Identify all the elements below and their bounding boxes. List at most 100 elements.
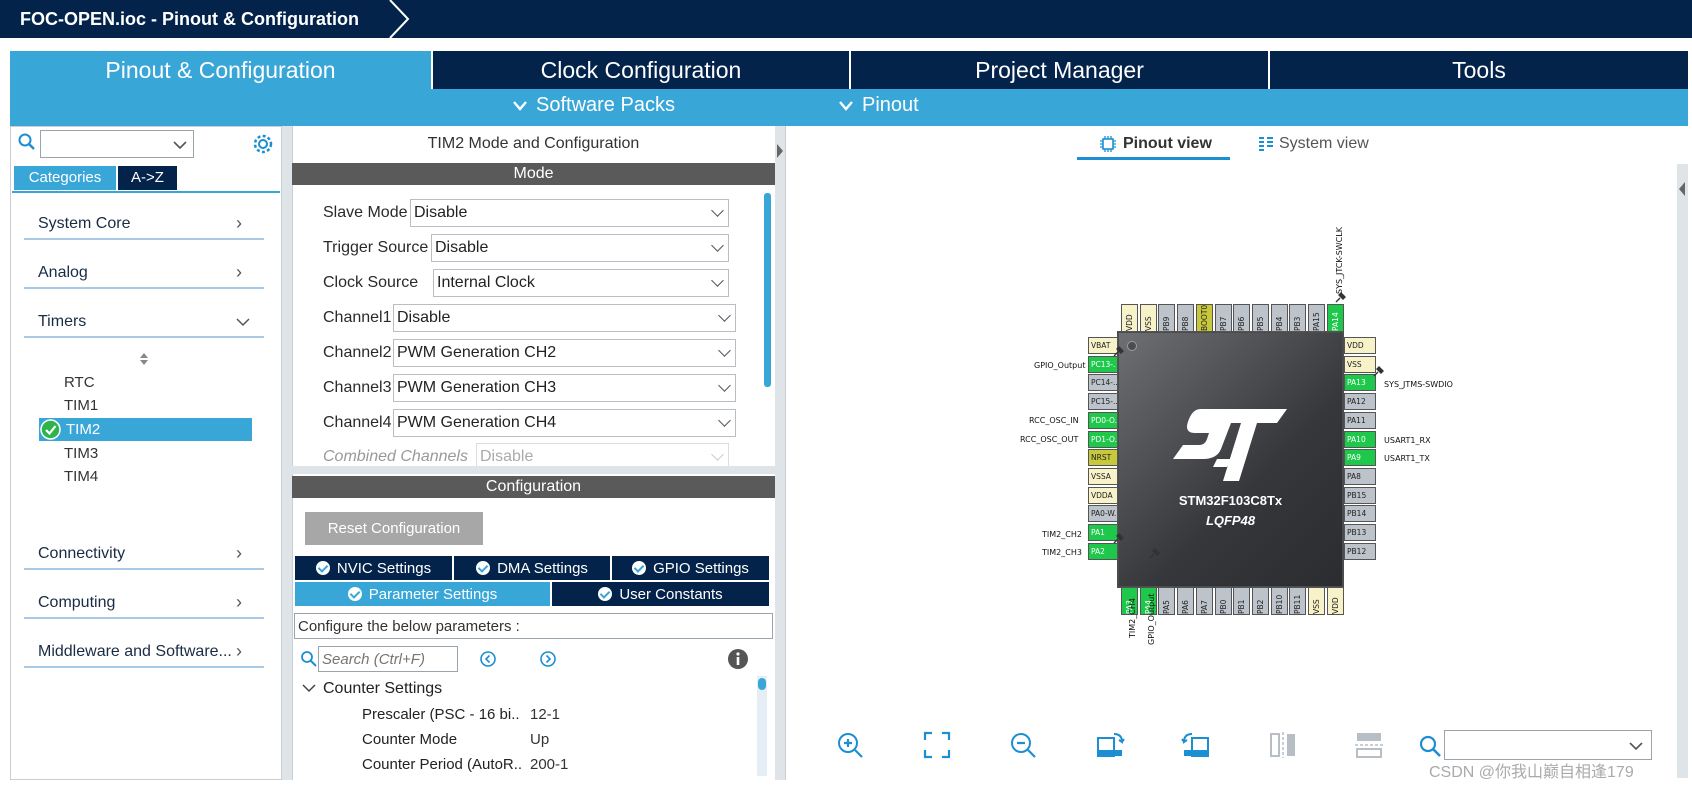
- search-icon[interactable]: [17, 132, 37, 152]
- tab-user-constants[interactable]: User Constants: [552, 582, 769, 606]
- category-search-combo[interactable]: [40, 130, 194, 158]
- pin-top-pb3[interactable]: PB3: [1289, 304, 1307, 332]
- clock-source-select[interactable]: Internal Clock: [433, 269, 729, 297]
- param-counter-mode-value[interactable]: Up: [530, 731, 550, 748]
- pin-bottom-pa5[interactable]: PA5: [1158, 587, 1176, 615]
- trigger-source-select[interactable]: Disable: [431, 234, 729, 262]
- tab-system-view[interactable]: System view: [1255, 133, 1375, 161]
- timer-item-tim3[interactable]: TIM3: [64, 445, 99, 462]
- tab-gpio-settings[interactable]: GPIO Settings: [612, 556, 769, 580]
- zoom-in-icon[interactable]: [835, 730, 865, 760]
- pin-right-vss[interactable]: VSS: [1344, 355, 1376, 373]
- parameter-search-input[interactable]: [318, 646, 458, 672]
- tab-pinout-configuration[interactable]: Pinout & Configuration: [10, 51, 431, 89]
- category-connectivity[interactable]: Connectivity›: [38, 543, 278, 563]
- param-prescaler-value[interactable]: 12-1: [530, 706, 561, 723]
- pin-bottom-vss[interactable]: VSS: [1308, 587, 1325, 615]
- mode-scrollbar[interactable]: [764, 193, 771, 387]
- pin-left-vdda[interactable]: VDDA: [1088, 486, 1118, 504]
- pin-left-nrst[interactable]: NRST: [1088, 449, 1118, 467]
- rotate-right-icon[interactable]: [1095, 730, 1125, 760]
- pin-top-pb8[interactable]: PB8: [1177, 304, 1195, 332]
- param-counter-period-value[interactable]: 200-1: [530, 756, 569, 773]
- flip-vertical-icon[interactable]: [1268, 730, 1298, 760]
- search-icon[interactable]: [1418, 734, 1442, 758]
- pin-top-pb6[interactable]: PB6: [1233, 304, 1251, 332]
- timer-item-tim1[interactable]: TIM1: [64, 397, 99, 414]
- rotate-left-icon[interactable]: [1181, 730, 1211, 760]
- pin-top-pb9[interactable]: PB9: [1158, 304, 1176, 332]
- tab-pinout-view[interactable]: Pinout view: [1077, 133, 1230, 161]
- previous-result-icon[interactable]: [478, 649, 498, 669]
- pin-bottom-pb11[interactable]: PB11: [1289, 587, 1307, 615]
- timer-item-tim4[interactable]: TIM4: [64, 468, 99, 485]
- category-analog[interactable]: Analog›: [38, 262, 278, 282]
- pin-left-pa2[interactable]: PA2: [1088, 542, 1118, 560]
- pin-top-vss[interactable]: VSS: [1139, 304, 1157, 332]
- pin-right-pa9[interactable]: PA9: [1344, 449, 1376, 467]
- pin-right-pa8[interactable]: PA8: [1344, 467, 1376, 485]
- pin-bottom-pa7[interactable]: PA7: [1195, 587, 1213, 615]
- channel4-select[interactable]: PWM Generation CH4: [393, 409, 736, 437]
- param-scroll-track[interactable]: [757, 676, 767, 776]
- pin-left-pd1o[interactable]: PD1-O..: [1088, 430, 1118, 448]
- sort-icon[interactable]: [139, 352, 149, 366]
- splitter[interactable]: [282, 126, 292, 780]
- info-icon[interactable]: [727, 648, 749, 670]
- pin-left-pa0w[interactable]: PA0-W..: [1088, 505, 1118, 523]
- pin-right-pa11[interactable]: PA11: [1344, 411, 1376, 429]
- tab-nvic-settings[interactable]: NVIC Settings: [295, 556, 452, 580]
- flip-horizontal-icon[interactable]: [1354, 730, 1384, 760]
- tab-clock-configuration[interactable]: Clock Configuration: [433, 51, 849, 89]
- zoom-out-icon[interactable]: [1008, 730, 1038, 760]
- pin-bottom-pa4[interactable]: PA4: [1139, 587, 1157, 615]
- pin-top-pa15[interactable]: PA15: [1308, 304, 1325, 332]
- chevron-down-icon[interactable]: [302, 683, 316, 693]
- channel1-select[interactable]: Disable: [393, 304, 736, 332]
- category-middleware[interactable]: Middleware and Software...›: [38, 641, 278, 661]
- pin-right-pb15[interactable]: PB15: [1344, 486, 1376, 504]
- gear-icon[interactable]: [252, 133, 274, 155]
- tab-project-manager[interactable]: Project Manager: [851, 51, 1268, 89]
- timer-item-rtc[interactable]: RTC: [64, 374, 95, 391]
- combined-channels-select[interactable]: Disable: [476, 443, 729, 466]
- pin-top-vdd[interactable]: VDD: [1121, 304, 1138, 332]
- pin-top-pb5[interactable]: PB5: [1251, 304, 1269, 332]
- pin-bottom-pa3[interactable]: PA3: [1121, 587, 1138, 615]
- pinout-menu[interactable]: Pinout: [838, 94, 919, 117]
- pin-top-boot0[interactable]: BOOT0: [1195, 304, 1213, 332]
- pin-bottom-pb10[interactable]: PB10: [1270, 587, 1288, 615]
- pin-left-pd0o[interactable]: PD0-O..: [1088, 411, 1118, 429]
- tab-categories[interactable]: Categories: [14, 166, 116, 190]
- category-system-core[interactable]: System Core›: [38, 213, 278, 233]
- tab-parameter-settings[interactable]: Parameter Settings: [295, 582, 550, 606]
- pin-left-pa1[interactable]: PA1: [1088, 524, 1118, 541]
- pin-left-vssa[interactable]: VSSA: [1088, 467, 1118, 485]
- timer-item-tim2-selected[interactable]: TIM2: [39, 418, 252, 441]
- pin-right-pa10[interactable]: PA10: [1344, 430, 1376, 448]
- pin-top-pb4[interactable]: PB4: [1270, 304, 1288, 332]
- pin-search-combo[interactable]: [1444, 730, 1652, 760]
- splitter[interactable]: [775, 126, 785, 780]
- pin-left-pc13[interactable]: PC13-.: [1088, 355, 1118, 373]
- pin-right-pb13[interactable]: PB13: [1344, 524, 1376, 541]
- counter-settings-group[interactable]: Counter Settings: [323, 680, 443, 697]
- pin-left-vbat[interactable]: VBAT: [1088, 337, 1118, 354]
- pin-bottom-pb2[interactable]: PB2: [1251, 587, 1269, 615]
- slave-mode-select[interactable]: Disable: [410, 199, 729, 227]
- pin-bottom-vdd[interactable]: VDD: [1326, 587, 1344, 615]
- tab-tools[interactable]: Tools: [1270, 51, 1688, 89]
- tab-a-z[interactable]: A->Z: [118, 166, 177, 190]
- software-packs-menu[interactable]: Software Packs: [512, 94, 675, 117]
- pin-right-pa12[interactable]: PA12: [1344, 393, 1376, 411]
- pin-bottom-pb0[interactable]: PB0: [1214, 587, 1232, 615]
- tab-dma-settings[interactable]: DMA Settings: [454, 556, 610, 580]
- fit-to-window-icon[interactable]: [922, 730, 952, 760]
- channel2-select[interactable]: PWM Generation CH2: [393, 339, 736, 367]
- pin-bottom-pa6[interactable]: PA6: [1177, 587, 1195, 615]
- pin-top-pb7[interactable]: PB7: [1214, 304, 1232, 332]
- pin-right-pb14[interactable]: PB14: [1344, 505, 1376, 523]
- category-computing[interactable]: Computing›: [38, 592, 278, 612]
- pin-top-pa14[interactable]: PA14: [1326, 304, 1344, 332]
- reset-configuration-button[interactable]: Reset Configuration: [305, 512, 483, 545]
